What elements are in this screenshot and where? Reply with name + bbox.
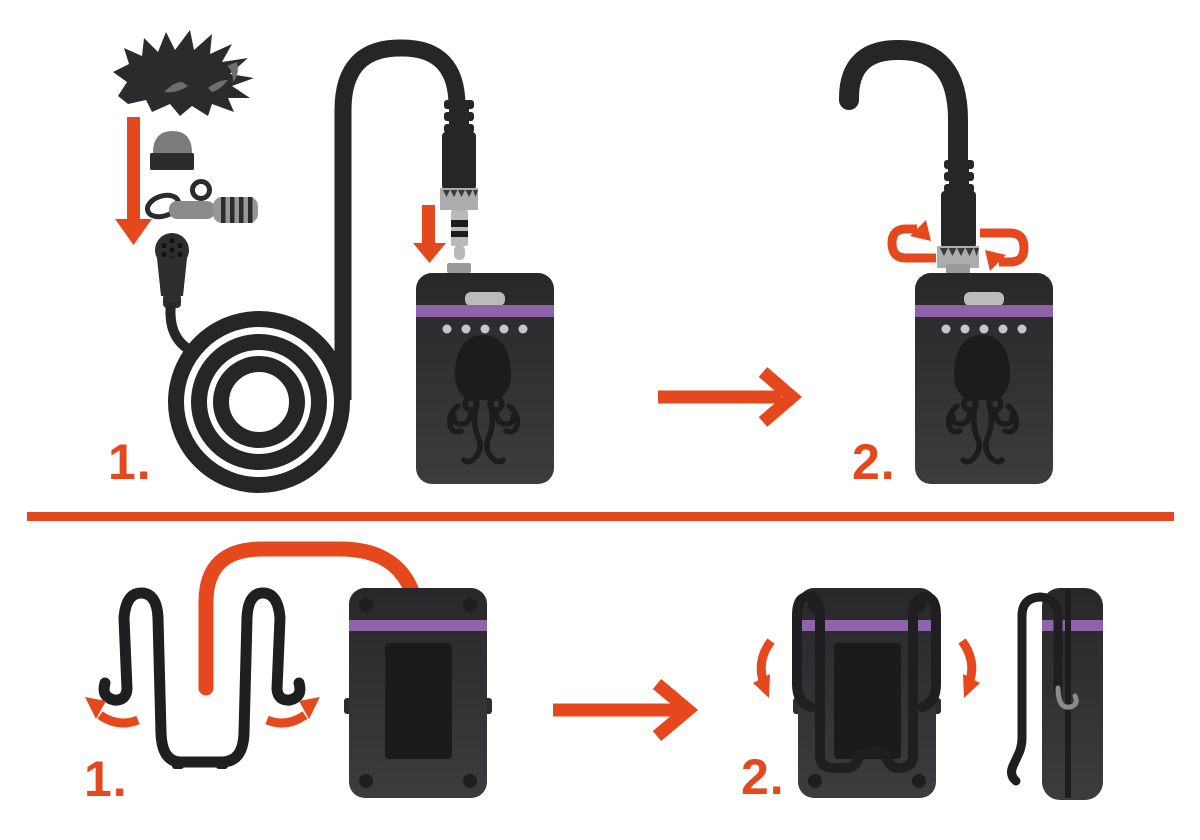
step-arrow-top-icon xyxy=(658,367,802,427)
mic-clip-icon xyxy=(144,179,258,223)
cable-coil-icon xyxy=(168,39,466,493)
bottom-step2-label: 2. xyxy=(741,749,785,805)
lavalier-mic-icon xyxy=(155,233,197,357)
transmitter-back-step1 xyxy=(344,588,492,798)
spread-arrow-right-icon xyxy=(265,697,320,728)
foam-windscreen-icon xyxy=(150,131,194,170)
section-divider xyxy=(27,512,1174,521)
cable-hook-icon xyxy=(839,40,968,185)
rotate-right-arrow-icon xyxy=(980,228,1029,271)
transmitter-front-step1 xyxy=(416,273,554,484)
transmitter-front-step2 xyxy=(915,273,1053,484)
clip-hook-icon xyxy=(1055,685,1079,710)
snap-arrow-right-icon xyxy=(958,638,980,698)
jack-port-icon xyxy=(447,263,471,273)
transmitter-back-clipped xyxy=(753,588,980,798)
plug-insert-arrow-icon xyxy=(413,205,446,263)
spread-arrow-left-icon xyxy=(85,697,140,728)
snap-arrow-left-icon xyxy=(753,638,775,698)
rotate-left-arrow-icon xyxy=(887,220,936,263)
accessories-down-arrow-icon xyxy=(115,117,152,245)
bottom-step1-label: 1. xyxy=(84,751,128,807)
transmitter-side-view xyxy=(1007,588,1103,800)
step-arrow-bottom-icon xyxy=(553,679,699,741)
minijack-plug-connected-icon xyxy=(937,160,979,274)
top-step1-label: 1. xyxy=(108,434,152,490)
belt-clip-icon xyxy=(98,587,306,769)
furry-windscreen-icon xyxy=(113,30,254,116)
top-step2-label: 2. xyxy=(852,434,896,490)
minijack-plug-icon xyxy=(440,100,478,260)
